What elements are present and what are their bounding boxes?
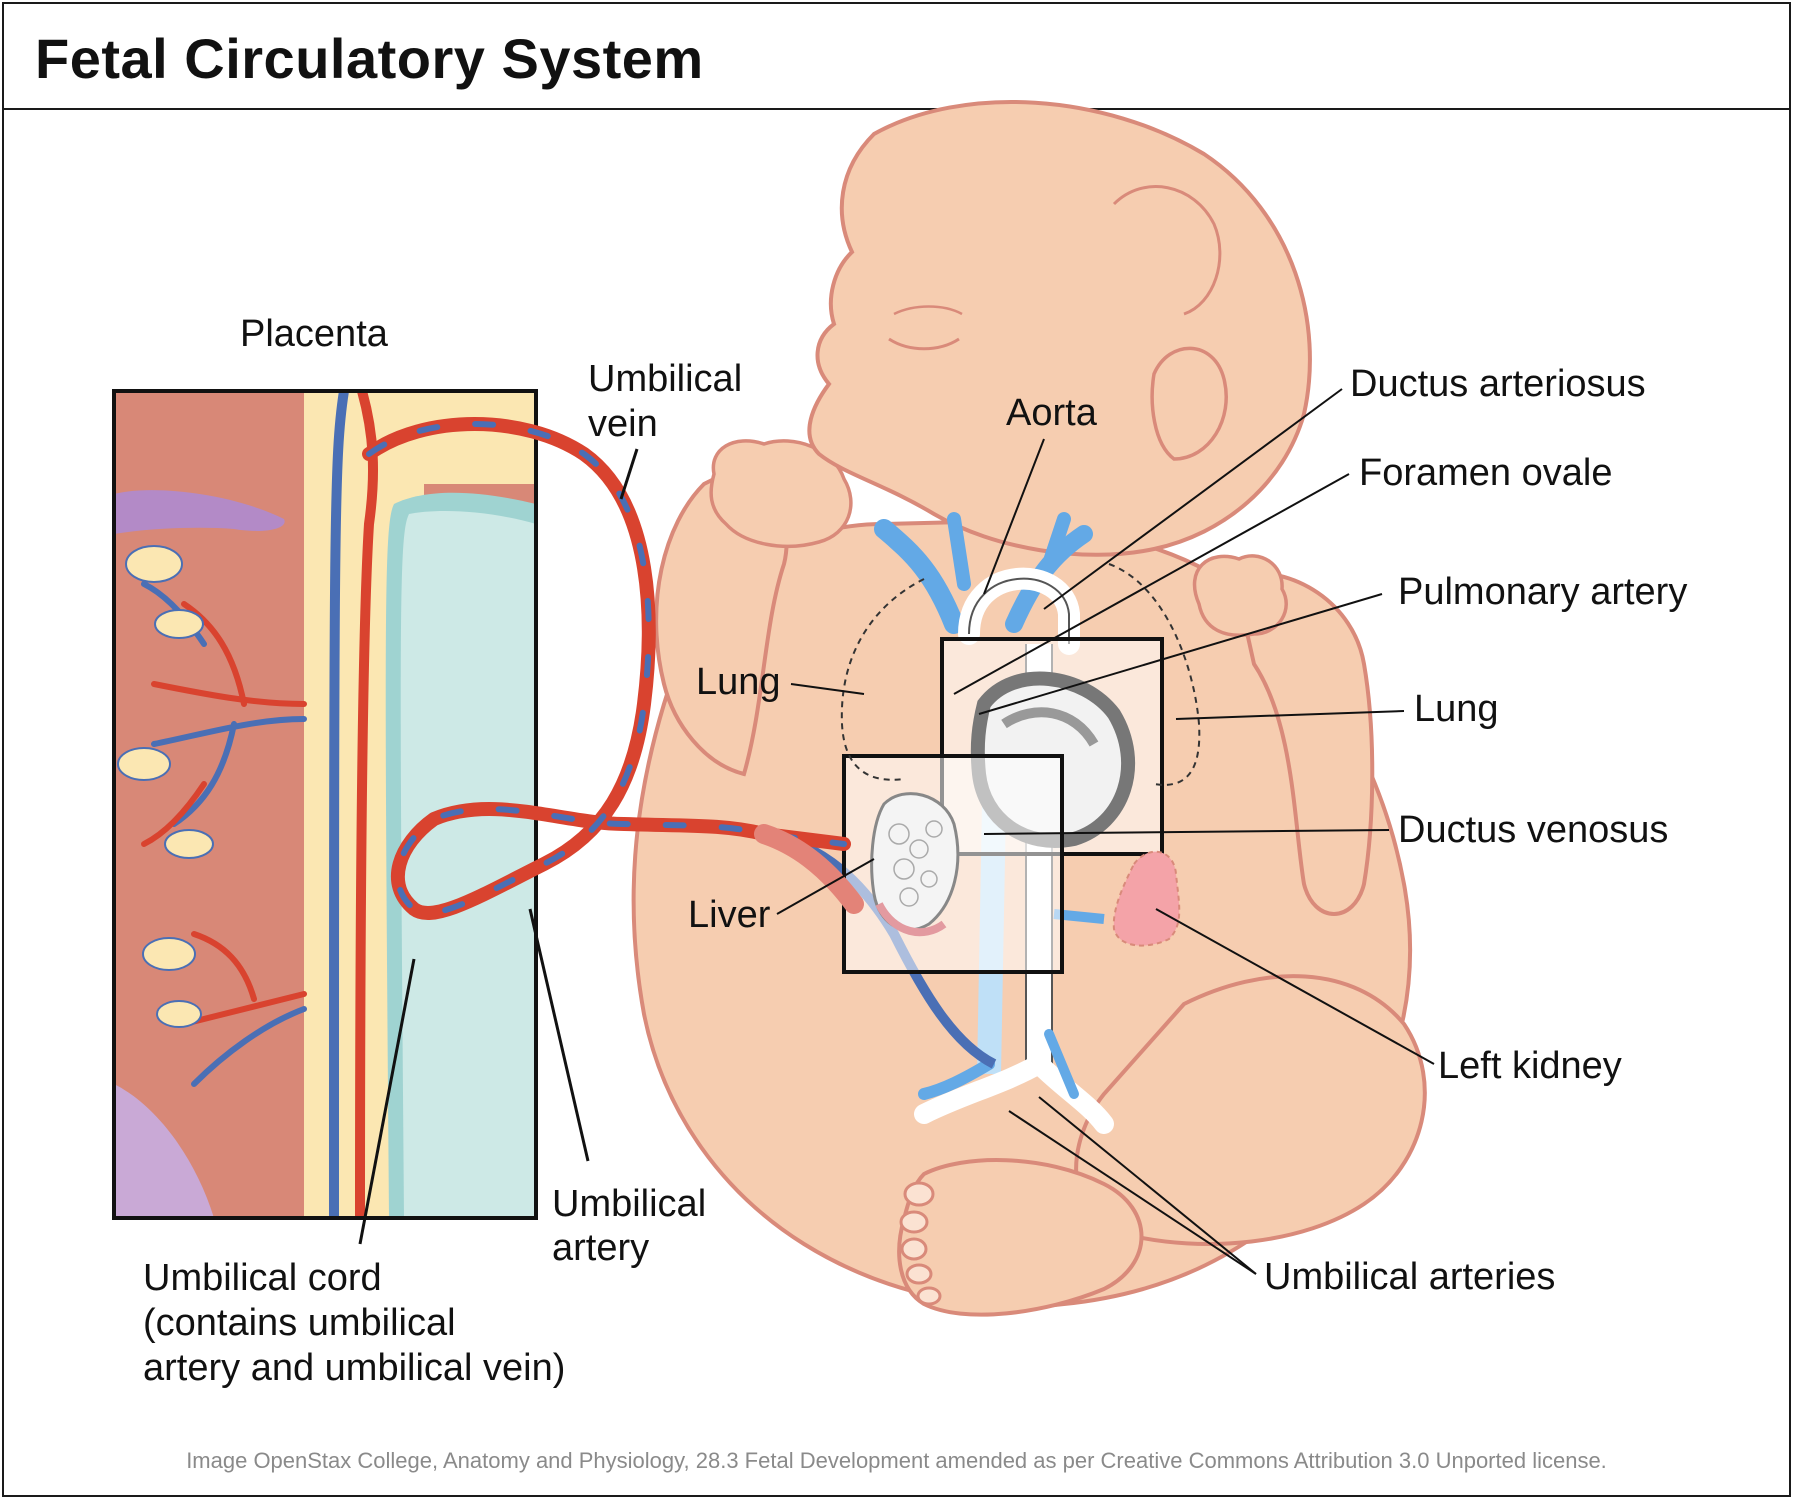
baby-eye: [888, 337, 960, 351]
baby-head: [807, 100, 1312, 557]
label-umbilical-cord-line1: Umbilical cord: [143, 1257, 382, 1299]
label-umbilical-vein-line2: vein: [588, 403, 658, 445]
label-lung-left: Lung: [696, 661, 781, 703]
label-umbilical-arteries: Umbilical arteries: [1264, 1256, 1555, 1298]
left-lung-outline: [840, 578, 925, 781]
baby-right-hand: [1192, 554, 1288, 637]
label-foramen-ovale: Foramen ovale: [1359, 452, 1612, 494]
baby-eyebrow: [893, 305, 963, 316]
image-credit: Image OpenStax College, Anatomy and Phys…: [186, 1448, 1607, 1473]
label-lung-right: Lung: [1414, 688, 1499, 730]
labels: Placenta Umbilical vein Aorta Ductus art…: [143, 313, 1687, 1389]
label-ductus-venosus: Ductus venosus: [1398, 809, 1668, 851]
label-umbilical-cord-line3: artery and umbilical vein): [143, 1347, 565, 1389]
label-umbilical-artery-line2: artery: [552, 1227, 649, 1269]
label-left-kidney: Left kidney: [1438, 1045, 1622, 1087]
baby-hair-line: [1112, 185, 1222, 316]
label-placenta: Placenta: [240, 313, 389, 355]
page-title: Fetal Circulatory System: [35, 27, 704, 90]
baby-right-arm: [1231, 570, 1375, 916]
label-umbilical-cord-line2: (contains umbilical: [143, 1302, 456, 1344]
left-kidney: [1112, 850, 1181, 947]
baby-ear: [1150, 346, 1228, 461]
fetal-circulation-illustration: Placenta Umbilical vein Aorta Ductus art…: [112, 100, 1687, 1389]
baby-left-fist: [709, 439, 853, 549]
title-bar: Fetal Circulatory System: [4, 4, 1789, 110]
label-umbilical-vein-line1: Umbilical: [588, 358, 742, 400]
label-aorta: Aorta: [1006, 392, 1098, 434]
leader-lines: [358, 388, 1435, 1275]
liver-inset: [842, 754, 1064, 974]
liver-shape: [870, 792, 960, 932]
label-ductus-arteriosus: Ductus arteriosus: [1350, 363, 1646, 405]
label-umbilical-artery-line1: Umbilical: [552, 1183, 706, 1225]
right-lung-outline: [1108, 563, 1201, 786]
baby-toes: [899, 1181, 942, 1306]
label-pulmonary-artery: Pulmonary artery: [1398, 571, 1687, 613]
label-liver: Liver: [688, 894, 771, 936]
umbilical-cord: [362, 417, 864, 920]
